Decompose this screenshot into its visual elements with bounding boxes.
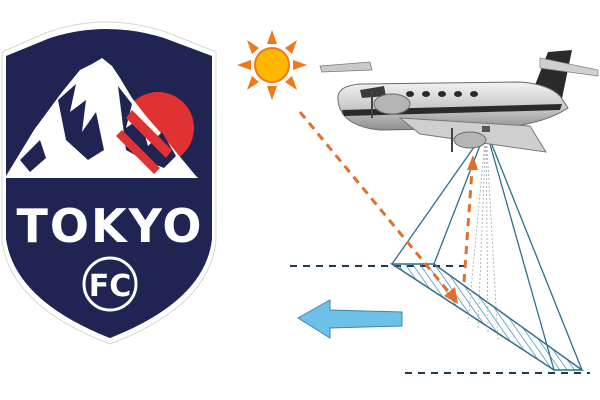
scan-inner-lines	[467, 129, 499, 341]
arrow-left-icon	[297, 299, 403, 339]
light-ray	[298, 111, 478, 304]
hatched-terrain	[389, 263, 585, 371]
crest-name: TOKYO	[17, 199, 204, 253]
sun-icon	[237, 30, 307, 100]
aircraft-icon	[319, 50, 599, 153]
crest-shield-icon: TOKYO FC	[1, 21, 217, 345]
crest-monogram-icon	[82, 256, 138, 312]
crest-monogram: FC	[89, 269, 132, 304]
scan-footprint	[290, 129, 590, 374]
